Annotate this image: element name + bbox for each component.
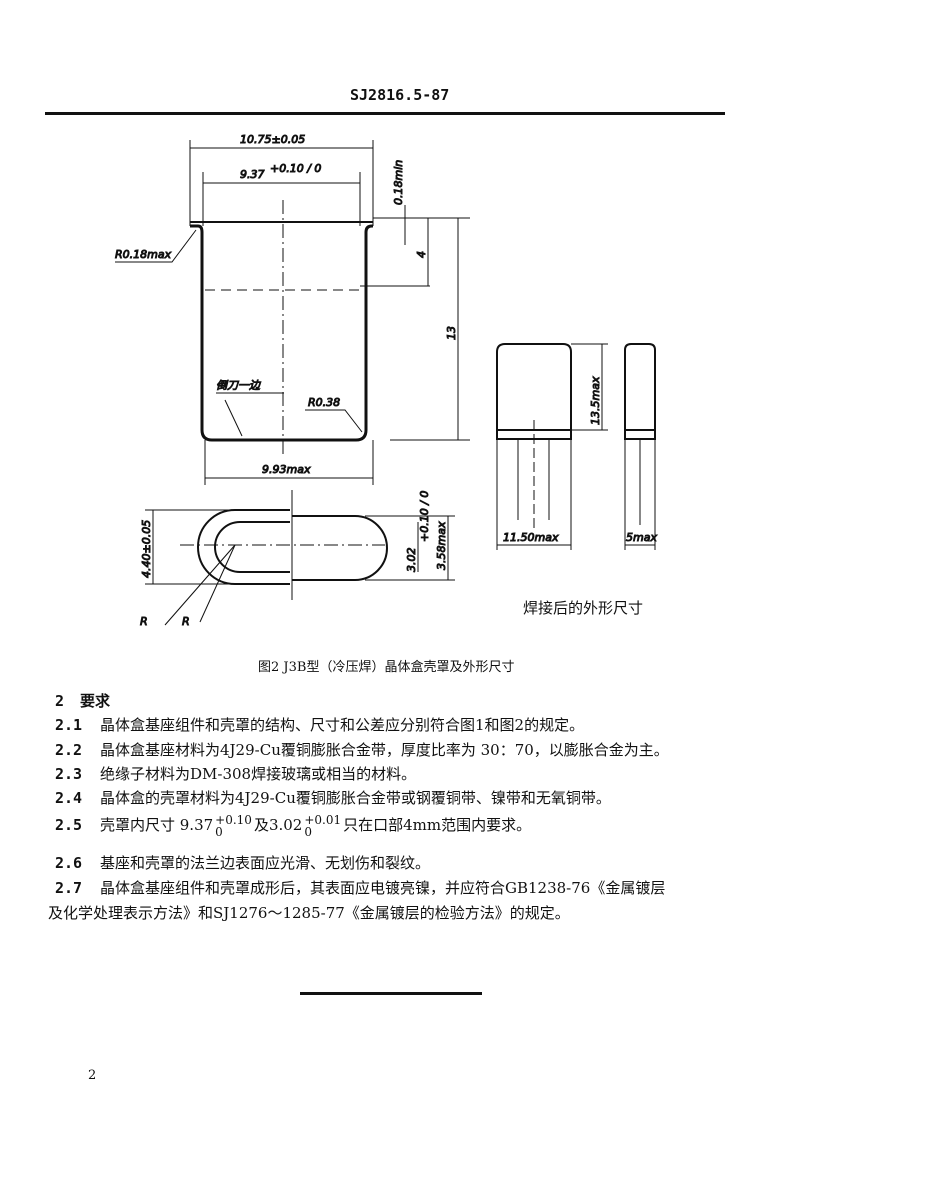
clause-2-7-cont: 及化学处理表示方法》和SJ1276～1285-77《金属镀层的检验方法》的规定。 bbox=[48, 904, 570, 922]
weld-caption: 焊接后的外形尺寸 bbox=[523, 599, 644, 617]
clause-text: 只在口部4mm范围内要求。 bbox=[343, 816, 532, 834]
clause-2-4: 2.4 晶体盒的壳罩材料为4J29-Cu覆铜膨胀合金带或钢覆铜带、镍带和无氧铜带。 bbox=[55, 787, 611, 808]
clause-2-3: 2.3 绝缘子材料为DM-308焊接玻璃或相当的材料。 bbox=[55, 763, 416, 784]
header-rule bbox=[45, 112, 725, 115]
tol-lower: 0 bbox=[304, 825, 312, 839]
clause-number: 2.7 bbox=[55, 879, 83, 897]
tol-upper: +0.10 bbox=[215, 813, 252, 827]
dim-bottom-width: 9.93max bbox=[262, 463, 311, 476]
dim-inner-width: 9.37 bbox=[240, 168, 265, 181]
label-r-left: R bbox=[140, 615, 148, 628]
dim-flange-radius: R0.18max bbox=[115, 248, 172, 261]
clause-text: 晶体盒的壳罩材料为4J29-Cu覆铜膨胀合金带或钢覆铜带、镍带和无氧铜带。 bbox=[100, 789, 611, 807]
clause-number: 2.5 bbox=[55, 816, 83, 834]
clause-text: 晶体盒基座材料为4J29-Cu覆铜膨胀合金带，厚度比率为 30：70，以膨胀合金… bbox=[100, 741, 669, 759]
dim-thickness: 0.18min bbox=[392, 160, 405, 205]
dim-inner-width-tol: +0.10 / 0 bbox=[270, 162, 321, 175]
clause-number: 2.6 bbox=[55, 854, 83, 872]
clause-number: 2.2 bbox=[55, 741, 83, 759]
note-fold: 倒刀一边 bbox=[216, 379, 261, 392]
figure-caption: 图2 J3B型（冷压焊）晶体盒壳罩及外形尺寸 bbox=[258, 660, 515, 675]
clause-2-7: 2.7 晶体盒基座组件和壳罩成形后，其表面应电镀亮镍，并应符合GB1238-76《… bbox=[55, 877, 665, 898]
section-heading: 2 要求 bbox=[55, 690, 110, 711]
clause-text: 晶体盒基座组件和壳罩的结构、尺寸和公差应分别符合图1和图2的规定。 bbox=[100, 716, 585, 734]
section-number: 2 bbox=[55, 692, 65, 710]
clause-number: 2.4 bbox=[55, 789, 83, 807]
clause-text: 晶体盒基座组件和壳罩成形后，其表面应电镀亮镍，并应符合GB1238-76《金属镀… bbox=[100, 879, 666, 897]
label-r-right: R bbox=[182, 615, 190, 628]
section-title: 要求 bbox=[80, 692, 111, 710]
page-number: 2 bbox=[88, 1068, 97, 1083]
dim-side-height: 13.5max bbox=[589, 376, 602, 425]
dim-height: 13 bbox=[445, 326, 458, 340]
welded-side-views bbox=[496, 343, 656, 550]
dim-oval-inner-tol: +0.10 / 0 bbox=[418, 491, 431, 542]
clause-number: 2.1 bbox=[55, 716, 83, 734]
dim-oval-inner: 3.02 bbox=[405, 548, 418, 573]
clause-text: 绝缘子材料为DM-308焊接玻璃或相当的材料。 bbox=[100, 765, 417, 783]
clause-2-2: 2.2 晶体盒基座材料为4J29-Cu覆铜膨胀合金带，厚度比率为 30：70，以膨… bbox=[55, 739, 669, 760]
cup-section bbox=[115, 140, 470, 485]
tol-lower: 0 bbox=[215, 825, 223, 839]
dim-oval-max: 3.58max bbox=[435, 521, 448, 570]
clause-text: 壳罩内尺寸 9.37 bbox=[100, 816, 214, 834]
clause-2-6: 2.6 基座和壳罩的法兰边表面应光滑、无划伤和裂纹。 bbox=[55, 852, 430, 873]
dim-thin-width: 5max bbox=[626, 531, 657, 544]
dim-oval-height: 4.40±0.05 bbox=[140, 520, 153, 578]
end-rule bbox=[300, 992, 482, 995]
dim-outer-width: 10.75±0.05 bbox=[240, 133, 305, 146]
technical-drawing: 10.75±0.05 9.37 +0.10 / 0 0.18min R0.18m… bbox=[115, 133, 658, 629]
dim-bottom-radius: R0.38 bbox=[308, 396, 340, 409]
dim-depth: 4 bbox=[415, 251, 428, 258]
oval-plan-view bbox=[145, 490, 455, 626]
clause-text: 及3.02 bbox=[253, 816, 303, 834]
clause-text: 基座和壳罩的法兰边表面应光滑、无划伤和裂纹。 bbox=[100, 854, 431, 872]
clause-number: 2.3 bbox=[55, 765, 83, 783]
clause-2-1: 2.1 晶体盒基座组件和壳罩的结构、尺寸和公差应分别符合图1和图2的规定。 bbox=[55, 714, 584, 735]
tol-upper: +0.01 bbox=[304, 813, 342, 827]
standard-code: SJ2816.5-87 bbox=[350, 86, 450, 104]
dim-side-width: 11.50max bbox=[503, 531, 559, 544]
